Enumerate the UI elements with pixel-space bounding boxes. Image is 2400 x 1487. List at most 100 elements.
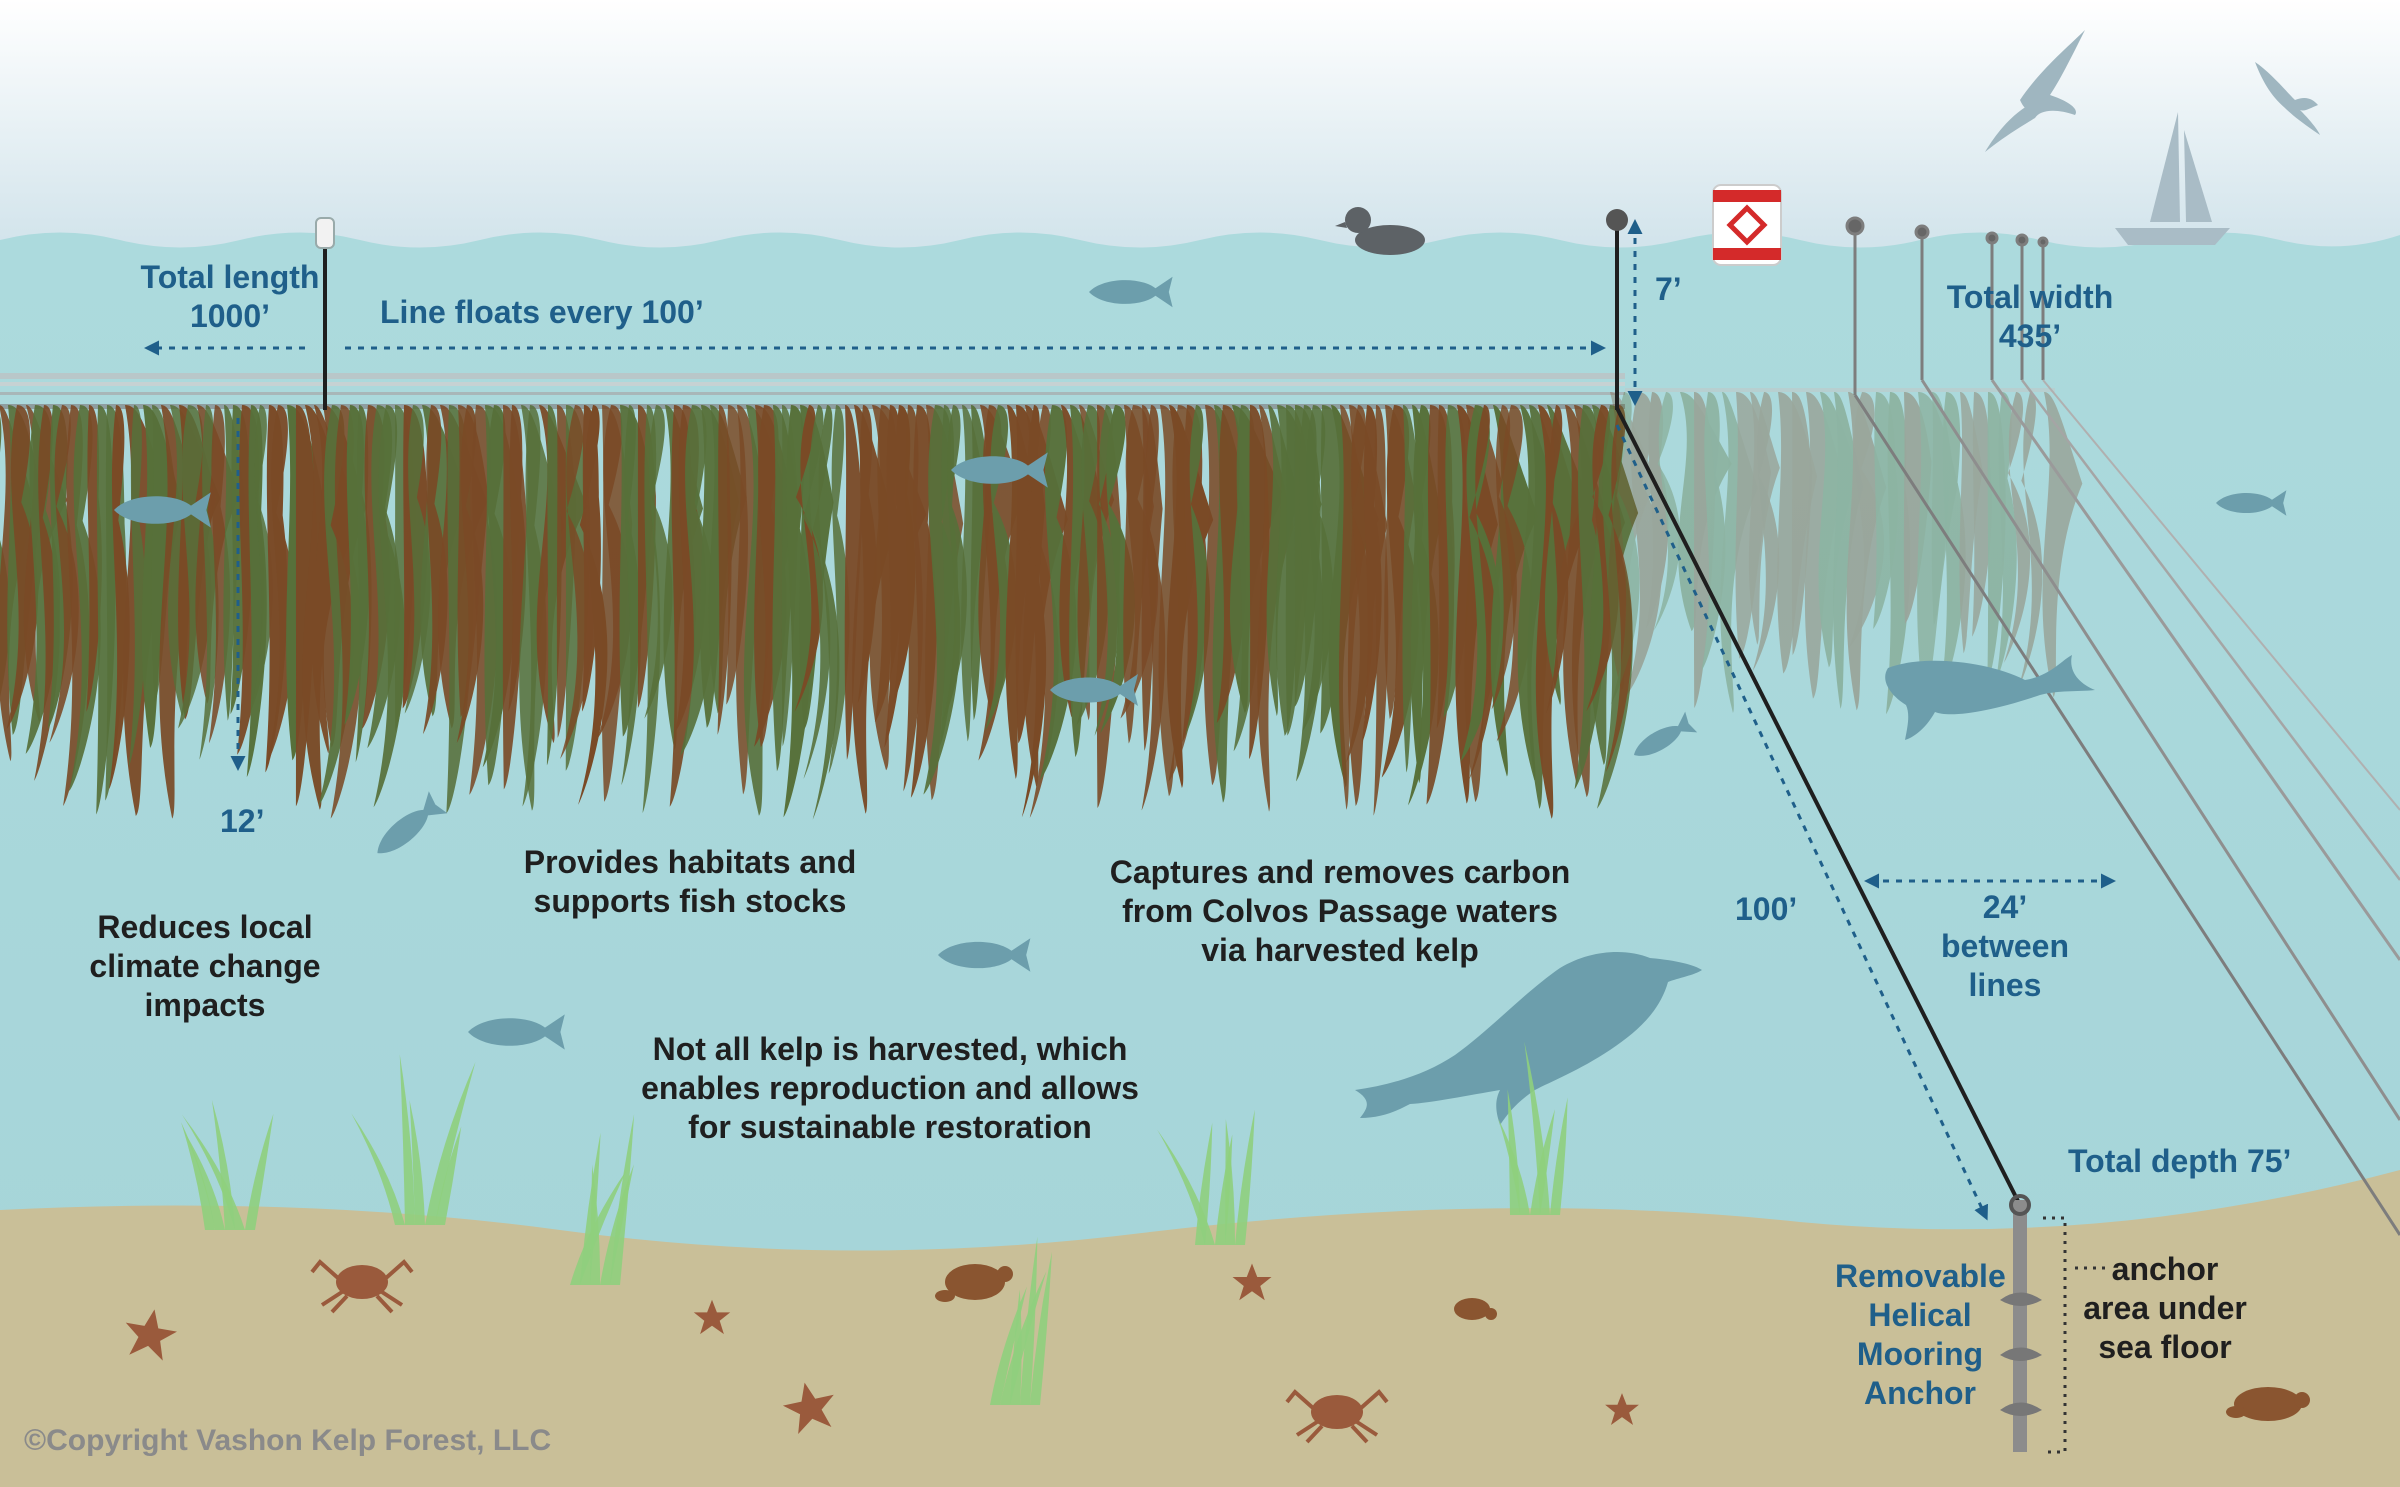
kelp-blade	[1346, 405, 1374, 764]
kelp-blade	[49, 405, 79, 743]
line-floats-label: Line floats every 100’	[380, 294, 704, 330]
kelp-blade	[943, 405, 967, 721]
kelp-blade	[1972, 392, 1992, 637]
kelp-blade	[1848, 392, 1884, 649]
kelp-blade	[578, 405, 608, 805]
crab-icon	[1285, 1389, 1389, 1444]
kelp-blade	[1249, 405, 1270, 760]
kelp-blade	[1818, 392, 1860, 668]
kelp-blade	[128, 405, 147, 767]
seagrass-icon	[181, 1041, 1568, 1405]
anchor-name-label: Removable Helical Mooring Anchor	[1835, 1258, 2006, 1412]
kelp-blade	[199, 405, 219, 760]
kelp-blade	[522, 405, 547, 807]
kelp-blade	[1752, 392, 1780, 672]
kelp-blade	[330, 405, 362, 819]
seagrass-blade	[1010, 1289, 1022, 1405]
copyright-notice: ©Copyright Vashon Kelp Forest, LLC	[24, 1424, 552, 1457]
crab-icon	[310, 1259, 414, 1314]
float-pole	[315, 217, 335, 410]
seagrass-blade	[245, 1113, 274, 1230]
kelp-curtain	[0, 405, 1639, 820]
seagrass-blade	[409, 1099, 425, 1225]
kelp-blade	[1693, 392, 1716, 709]
seagrass-blade	[1235, 1109, 1255, 1245]
benefit-sustain: Not all kelp is harvested, which enables…	[641, 1031, 1139, 1146]
kelp-blade	[1141, 405, 1166, 811]
seagrass-blade	[610, 1114, 635, 1285]
kelp-blade	[794, 405, 823, 713]
kelp-blade	[1605, 405, 1633, 773]
seagrass-blade	[181, 1122, 215, 1230]
helical-anchor-icon	[2000, 1194, 2105, 1454]
seagrass-blade	[590, 1164, 601, 1285]
kelp-blade	[1903, 392, 1932, 624]
kelp-blade	[828, 405, 850, 774]
kelp-blade	[1021, 405, 1047, 818]
kelp-blade	[803, 405, 831, 779]
seagrass-blade	[1225, 1119, 1236, 1245]
kelp-blade	[1626, 392, 1662, 696]
kelp-blade	[1846, 392, 1887, 711]
benefit-carbon: Captures and removes carbon from Colvos …	[1109, 854, 1571, 969]
seal-icon	[1355, 952, 1702, 1125]
kelp-blade	[1931, 392, 1953, 626]
total-depth-label: Total depth 75’	[2068, 1143, 2292, 1179]
total-width-label: Total width 435’	[1946, 279, 2114, 355]
kelp-blade	[1469, 405, 1498, 780]
kelp-blade	[642, 405, 661, 814]
surface-longline	[0, 373, 2055, 409]
seagull-icon	[1985, 30, 2085, 152]
seagrass-blade	[181, 1114, 245, 1230]
kelp-blade	[1987, 392, 2006, 683]
kelp-blade	[1735, 392, 1772, 659]
kelp-blade	[69, 405, 101, 792]
kelp-blade	[1546, 405, 1569, 714]
dimension-arrows	[144, 219, 2116, 1221]
kelp-blade	[1701, 392, 1726, 671]
seagrass-blade	[425, 1062, 476, 1225]
line-length-label: 100’	[1735, 891, 1798, 927]
benefit-habitat: Provides habitats and supports fish stoc…	[523, 844, 857, 920]
kelp-blade	[1185, 405, 1211, 736]
kelp-blade	[1094, 405, 1120, 736]
kelp-blade	[1959, 392, 1983, 654]
kelp-blade	[1586, 405, 1619, 712]
seagrass-blade	[580, 1132, 601, 1285]
kelp-blade	[621, 405, 642, 786]
kelp-blade	[1678, 392, 1732, 632]
kelp-blade	[1917, 392, 1959, 701]
seafloor	[0, 1170, 2400, 1487]
kelp-blade	[105, 405, 127, 801]
seagrass-blade	[1497, 1118, 1530, 1215]
total-length-label: Total length 1000’	[140, 259, 320, 335]
kelp-blade	[456, 405, 484, 744]
seagrass-blade	[183, 1131, 225, 1230]
kelp-blade	[1610, 392, 1640, 705]
kelp-blade	[246, 405, 267, 777]
kelp-blade	[1653, 392, 1681, 632]
line-spacing-label: 24’ between lines	[1940, 889, 2070, 1004]
kelp-blade	[1940, 392, 1966, 695]
kelp-blade	[1832, 392, 1864, 709]
seagrass-blade	[399, 1054, 415, 1225]
seagrass-blade	[435, 1126, 462, 1225]
buoy-icon	[1712, 184, 1782, 266]
kelp-blade	[1804, 392, 1845, 699]
seagull-icon	[2255, 62, 2320, 135]
kelp-depth-label: 12’	[220, 803, 265, 839]
seagrass-blade	[1030, 1251, 1052, 1405]
kelp-blade	[1490, 405, 1538, 777]
anchor-area-label: anchor area under sea floor	[2083, 1251, 2247, 1366]
turtle-icon	[935, 1264, 1013, 1302]
kelp-blade	[1777, 392, 1818, 674]
duck-icon	[1335, 207, 1425, 255]
sailboat-icon	[2115, 112, 2230, 245]
distant-float-poles	[1845, 216, 2049, 395]
turtle-icon	[1454, 1298, 1497, 1320]
kelp-blade	[2018, 392, 2043, 688]
kelp-blade	[1748, 392, 1780, 645]
seagrass-blade	[1550, 1097, 1568, 1215]
seagrass-blade	[1020, 1236, 1038, 1405]
